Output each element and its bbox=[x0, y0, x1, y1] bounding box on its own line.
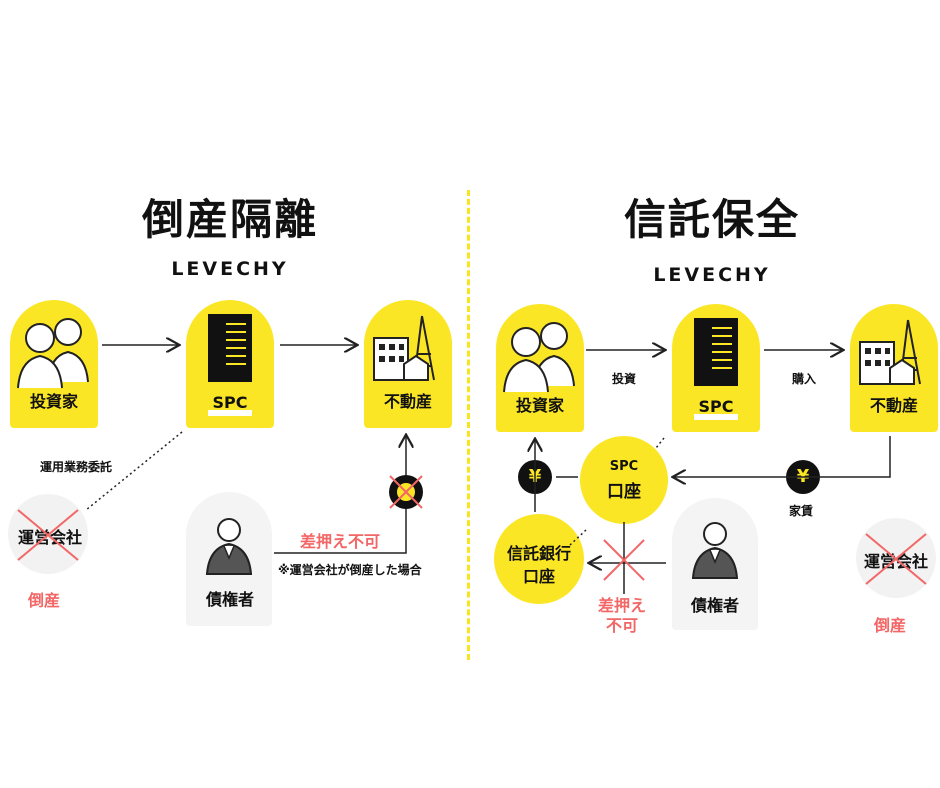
right-bankrupt-label: 倒産 bbox=[874, 616, 907, 635]
right-investor-label: 投資家 bbox=[515, 396, 564, 415]
right-title: 信託保全 bbox=[623, 195, 800, 244]
spc-account-label-1: SPC bbox=[609, 459, 639, 474]
left-creditor-label: 債権者 bbox=[205, 590, 254, 609]
trust-account-label-1: 信託銀行 bbox=[506, 544, 571, 563]
right-operator-label: 運営会社 bbox=[863, 552, 928, 571]
left-investor-label: 投資家 bbox=[29, 392, 78, 411]
right-creditor-label: 債権者 bbox=[690, 596, 739, 615]
right-property-card: 不動産 bbox=[850, 304, 938, 432]
right-no-seizure-label-2: 不可 bbox=[606, 616, 639, 635]
property-icon bbox=[373, 315, 435, 381]
trust-account-label-2: 口座 bbox=[522, 567, 555, 586]
yen-coin-icon: ¥ bbox=[518, 460, 552, 494]
cross-right-seizure bbox=[603, 539, 645, 581]
left-note: ※運営会社が倒産した場合 bbox=[278, 563, 422, 577]
left-property-label: 不動産 bbox=[383, 392, 432, 411]
spc-underline bbox=[208, 410, 252, 416]
left-spc-card: SPC bbox=[186, 300, 274, 428]
right-spc-label: SPC bbox=[698, 397, 734, 416]
left-title: 倒産隔離 bbox=[141, 195, 318, 244]
creditor-person-icon bbox=[205, 518, 253, 575]
investor-people-icon bbox=[503, 322, 575, 393]
right-spc-card: SPC bbox=[672, 304, 760, 432]
left-bankrupt-label: 倒産 bbox=[28, 591, 61, 610]
left-no-seizure-label: 差押え不可 bbox=[300, 532, 381, 551]
spc-underline bbox=[694, 414, 738, 420]
left-spc-label: SPC bbox=[212, 393, 248, 412]
left-operator-label: 運営会社 bbox=[17, 528, 82, 547]
blocked-coin-icon bbox=[389, 475, 423, 509]
rent-label: 家賃 bbox=[789, 504, 814, 518]
left-investor-card: 投資家 bbox=[10, 300, 98, 428]
yen-coin-icon: ¥ bbox=[786, 460, 820, 494]
cross-left-coin bbox=[389, 475, 423, 509]
purchase-label: 購入 bbox=[792, 372, 817, 386]
invest-label: 投資 bbox=[612, 372, 637, 386]
arrow-rent bbox=[674, 436, 891, 477]
spc-account-circle bbox=[580, 436, 668, 524]
property-icon bbox=[859, 319, 921, 385]
left-brand: LEVECHY bbox=[171, 258, 289, 280]
left-delegation-label: 運用業務委託 bbox=[40, 460, 113, 474]
right-no-seizure-label-1: 差押え bbox=[598, 596, 647, 615]
left-property-card: 不動産 bbox=[364, 300, 452, 428]
right-investor-card: 投資家 bbox=[496, 304, 584, 432]
building-icon bbox=[208, 314, 252, 382]
right-property-label: 不動産 bbox=[869, 396, 918, 415]
investor-people-icon bbox=[17, 318, 89, 389]
building-icon bbox=[694, 318, 738, 386]
trust-account-circle bbox=[494, 514, 584, 604]
spc-account-dotted bbox=[655, 437, 665, 449]
spc-account-label-2: 口座 bbox=[607, 482, 641, 502]
creditor-person-icon bbox=[691, 522, 739, 579]
section-divider bbox=[467, 190, 470, 660]
right-brand: LEVECHY bbox=[653, 264, 771, 286]
